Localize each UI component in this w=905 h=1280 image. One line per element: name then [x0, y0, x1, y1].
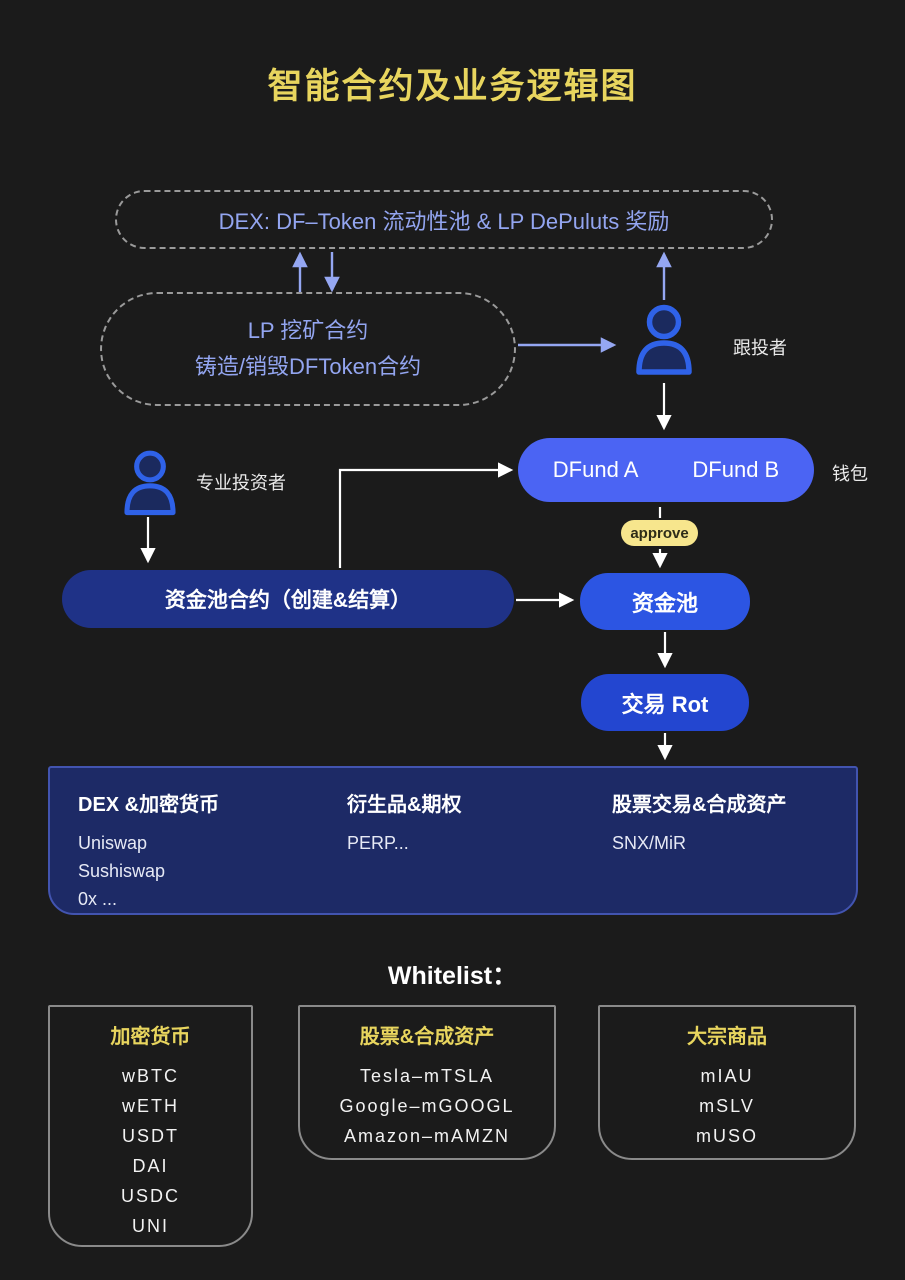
whitelist-group-title: 加密货币 [110, 1026, 191, 1048]
dfund-a-label: DFund A [552, 457, 639, 482]
whitelist-item: DAI [132, 1156, 169, 1176]
whitelist-item: Google–mGOOGL [339, 1096, 515, 1116]
whitelist-item: mIAU [700, 1066, 754, 1086]
pro-investor-label: 专业投资者 [196, 473, 286, 493]
venue-item: PERP... [347, 833, 409, 853]
whitelist-group-crypto: 加密货币 wBTC wETH USDT DAI USDC UNI [48, 1005, 253, 1247]
whitelist-item: wETH [122, 1096, 179, 1116]
venue-item: 0x ... [78, 889, 118, 909]
whitelist-group-commodities: 大宗商品 mIAU mSLV mUSO [598, 1005, 856, 1160]
dex-liquidity-label: DEX: DF–Token 流动性池 & LP DePuluts 奖励 [218, 208, 670, 234]
whitelist-item: Amazon–mAMZN [343, 1126, 511, 1146]
whitelist-title: Whitelist： [387, 962, 518, 990]
whitelist-item: UNI [132, 1216, 169, 1236]
arrow-poolcontract-to-dfund [338, 462, 514, 568]
venues-column-derivatives: 衍生品&期权 PERP... [347, 788, 461, 857]
trade-node: 交易 Rot [581, 674, 749, 731]
whitelist-group-title: 股票&合成资产 [359, 1026, 495, 1048]
venues-column-dex: DEX &加密货币 Uniswap Sushiswap 0x ... [78, 788, 219, 913]
venue-item: Uniswap [78, 833, 148, 853]
pro-investor-person-icon [124, 450, 176, 516]
whitelist-item: USDT [122, 1126, 179, 1146]
whitelist-item: Tesla–mTSLA [359, 1066, 495, 1086]
dfund-b-label: DFund B [692, 457, 780, 482]
pool-contract-node: 资金池合约（创建&结算） [62, 570, 514, 628]
whitelist-item: mUSO [696, 1126, 758, 1146]
dex-liquidity-node: DEX: DF–Token 流动性池 & LP DePuluts 奖励 [115, 190, 773, 249]
pool-contract-label: 资金池合约（创建&结算） [164, 589, 412, 612]
page-title: 智能合约及业务逻辑图 [267, 67, 638, 106]
lp-mining-label-line2: 铸造/销毁DFToken合约 [194, 354, 422, 379]
trade-label: 交易 Rot [621, 691, 709, 717]
dfund-wallet-node: DFund A DFund B [518, 438, 814, 502]
whitelist-item: mSLV [699, 1096, 755, 1116]
whitelist-group-stocks: 股票&合成资产 Tesla–mTSLA Google–mGOOGL Amazon… [298, 1005, 556, 1160]
wallet-label: 钱包 [832, 464, 868, 484]
whitelist-item: wBTC [122, 1066, 179, 1086]
approve-label: approve [630, 524, 689, 542]
follower-label: 跟投者 [733, 338, 787, 358]
venues-column-header: 衍生品&期权 [347, 794, 462, 816]
venues-column-header: DEX &加密货币 [78, 794, 220, 816]
approve-badge: approve [621, 520, 698, 546]
pool-node: 资金池 [580, 573, 750, 630]
whitelist-group-title: 大宗商品 [687, 1026, 767, 1048]
venues-column-stocks: 股票交易&合成资产 SNX/MiR [612, 788, 786, 857]
venues-panel: DEX &加密货币 Uniswap Sushiswap 0x ... 衍生品&期… [48, 766, 858, 915]
follower-person-icon [636, 304, 692, 375]
venue-item: Sushiswap [78, 861, 166, 881]
venue-item: SNX/MiR [612, 833, 687, 853]
lp-mining-label-line1: LP 挖矿合约 [247, 318, 369, 343]
venues-column-header: 股票交易&合成资产 [612, 794, 787, 816]
whitelist-item: USDC [120, 1186, 180, 1206]
pool-label: 资金池 [631, 590, 698, 616]
lp-mining-node: LP 挖矿合约 铸造/销毁DFToken合约 [100, 292, 516, 406]
